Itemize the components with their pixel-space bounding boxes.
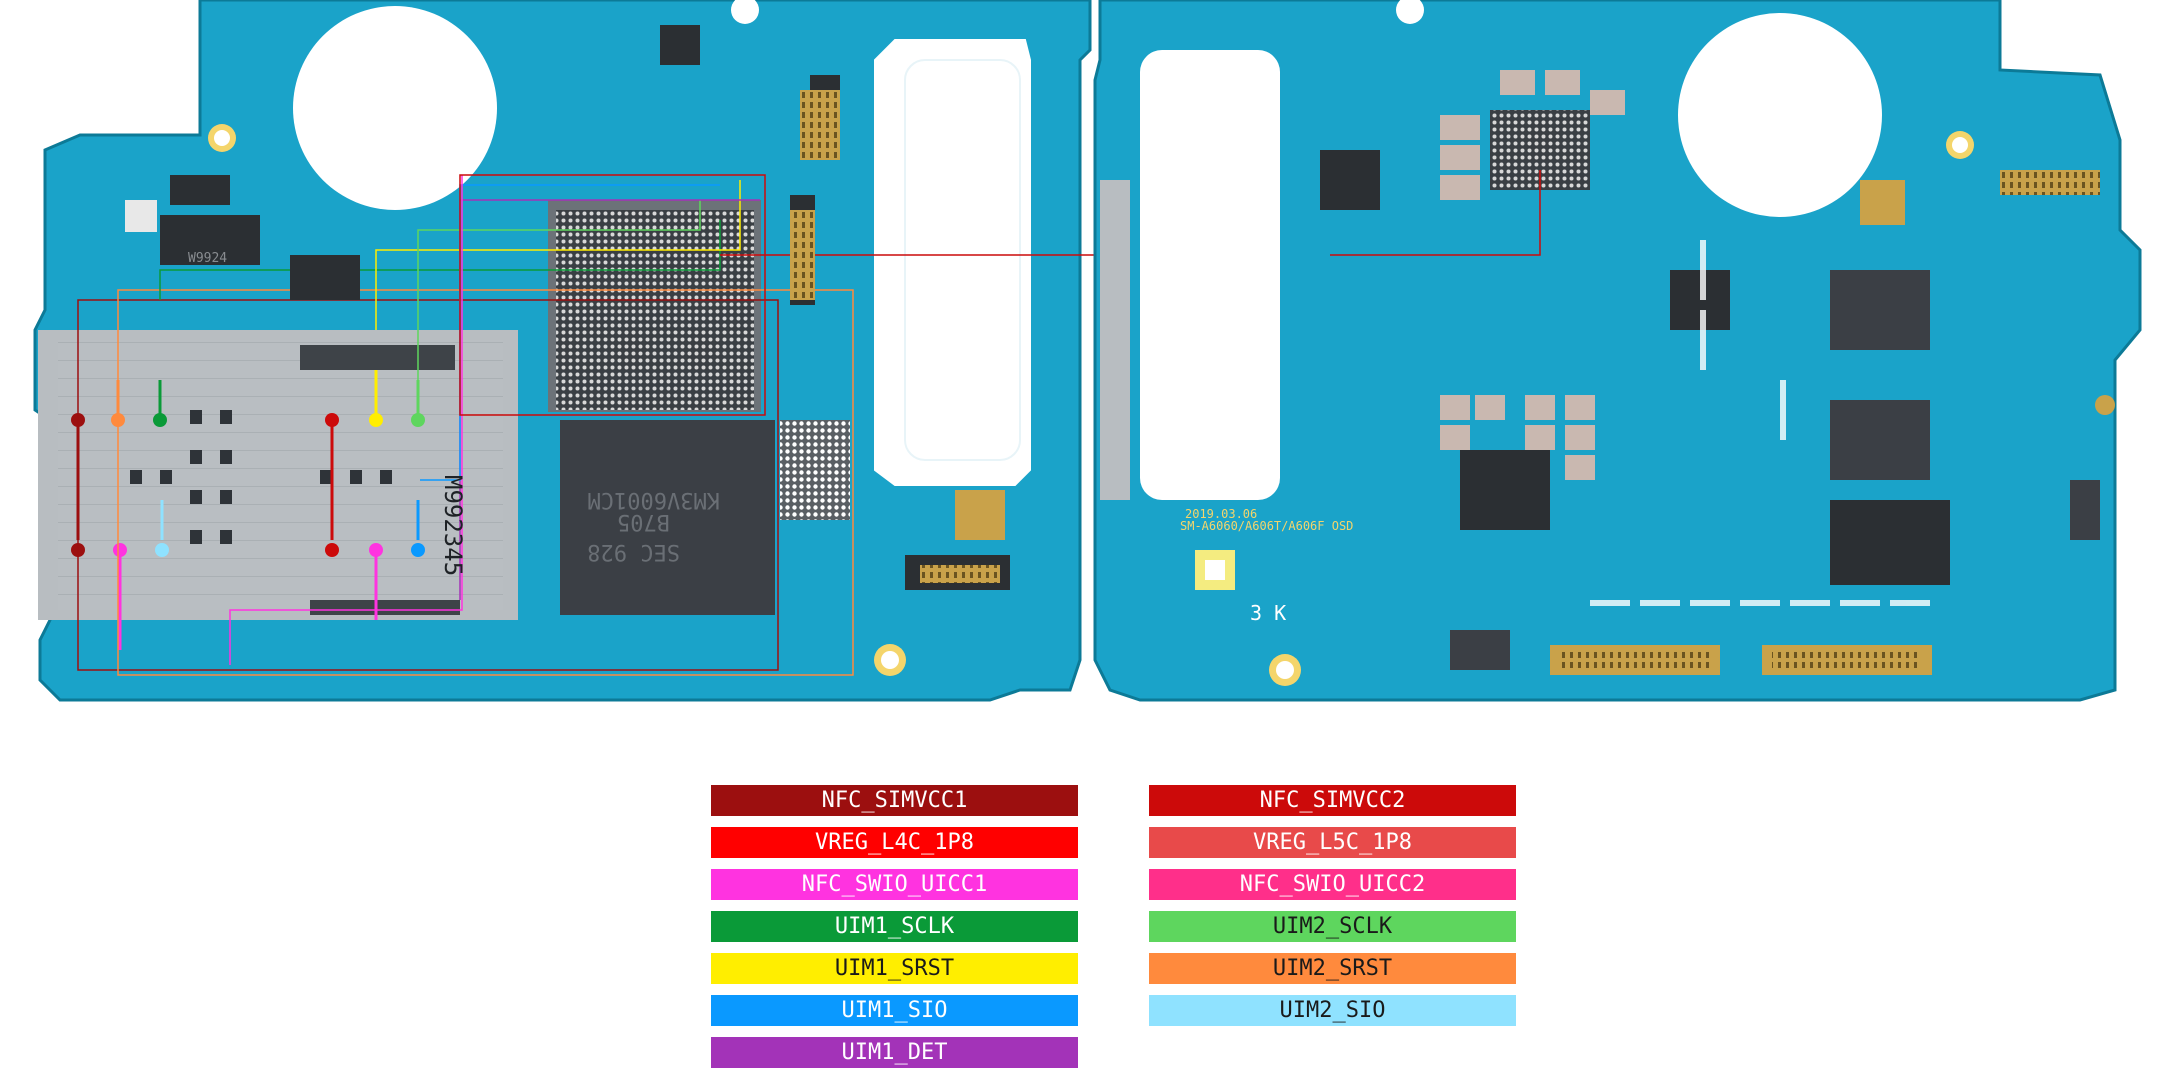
legend-left-column: NFC_SIMVCC1 VREG_L4C_1P8 NFC_SWIO_UICC1 … [711,785,1078,1068]
legend-item: UIM2_SIO [1149,995,1516,1026]
chip-text-b705: B705 [617,509,670,534]
silk-model-text: SM-A6060/A606T/A606F OSD [1180,519,1353,533]
chip-text-w9924: W9924 [188,251,227,266]
legend-item: UIM1_SRST [711,953,1078,984]
legend-right-column: NFC_SIMVCC2 VREG_L5C_1P8 NFC_SWIO_UICC2 … [1149,785,1516,1026]
legend-item: NFC_SWIO_UICC2 [1149,869,1516,900]
pcb-board-image: KM3V6001CM B705 SEC 928 W9924 M992345 [33,0,2142,702]
silk-date-text: 2019.03.06 [1185,507,1257,521]
chip-text-memory: KM3V6001CM [588,487,720,512]
legend-item: UIM2_SRST [1149,953,1516,984]
right-board: SM-A6060/A606T/A606F OSD 2019.03.06 3 K [1093,0,2142,702]
legend-item: UIM1_SIO [711,995,1078,1026]
legend-item: NFC_SIMVCC1 [711,785,1078,816]
legend-item: VREG_L5C_1P8 [1149,827,1516,858]
silk-3k-text: 3 K [1250,601,1286,625]
legend-item: UIM2_SCLK [1149,911,1516,942]
left-board: KM3V6001CM B705 SEC 928 W9924 M992345 [33,0,1330,702]
legend-item: NFC_SIMVCC2 [1149,785,1516,816]
chip-text-sim: M992345 [439,475,467,576]
pcb-drawing: KM3V6001CM B705 SEC 928 W9924 M992345 [33,0,2142,702]
legend-item: UIM1_SCLK [711,911,1078,942]
legend-item: NFC_SWIO_UICC1 [711,869,1078,900]
chip-text-sec: SEC 928 [587,539,680,564]
legend-item: VREG_L4C_1P8 [711,827,1078,858]
legend-item: UIM1_DET [711,1037,1078,1068]
